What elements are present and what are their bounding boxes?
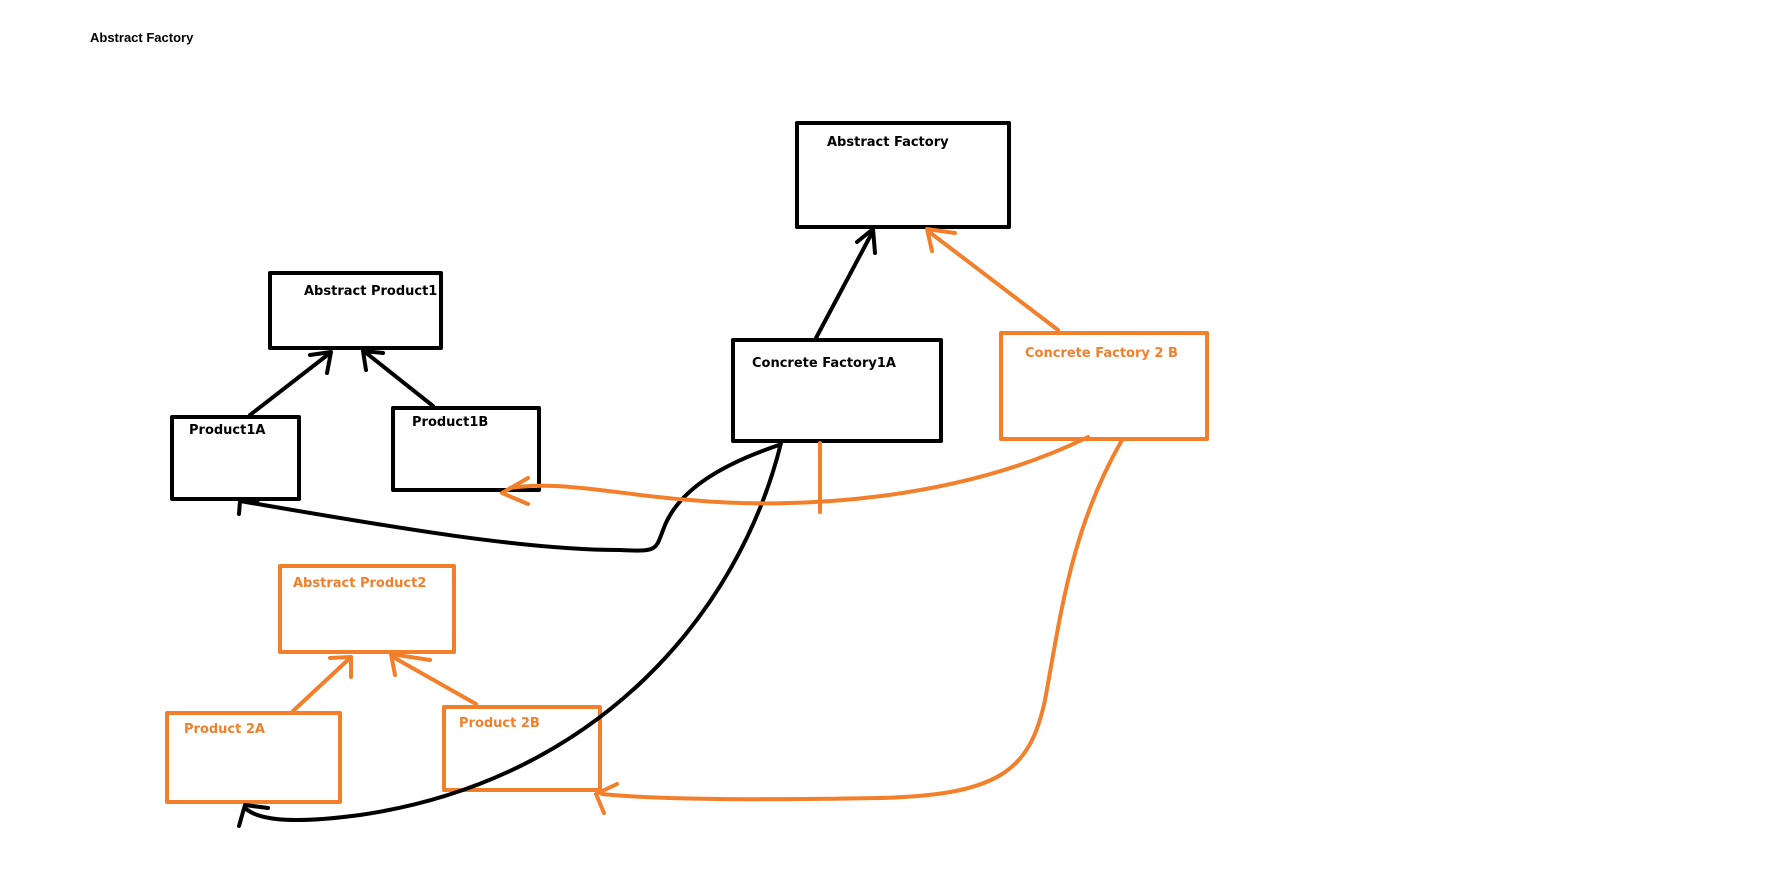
concrete-factory-2b-box (999, 331, 1209, 441)
abstract-product1-box (268, 271, 443, 350)
product1a-label: Product1A (189, 423, 265, 438)
arrow-product1b-to-abstract-product1 (361, 349, 435, 408)
page-title: Abstract Factory (90, 30, 194, 45)
arrow-concrete-factory-2b-to-abstract-factory (925, 227, 1060, 332)
arrow-product-2a-to-abstract-product2 (291, 655, 353, 713)
product-2b-label: Product 2B (459, 716, 540, 731)
arrow-concrete-factory-2b-to-product1b (500, 435, 1090, 514)
arrow-product-2b-to-abstract-product2 (389, 652, 478, 706)
arrow-concrete-factory-1a-to-product-2a (237, 441, 783, 828)
product-2a-label: Product 2A (184, 722, 265, 737)
concrete-factory-1a-box (731, 338, 943, 443)
abstract-factory-label: Abstract Factory (827, 135, 949, 150)
abstract-factory-box (795, 121, 1011, 229)
concrete-factory-1a-label: Concrete Factory1A (752, 356, 896, 371)
abstract-product2-label: Abstract Product2 (293, 576, 426, 591)
arrow-product1a-to-abstract-product1 (248, 350, 333, 417)
abstract-product1-label: Abstract Product1 (304, 284, 437, 299)
product1b-label: Product1B (412, 415, 488, 430)
arrow-concrete-factory-1a-to-product1a (237, 443, 781, 553)
product-2a-box (165, 711, 342, 804)
product1b-box (391, 406, 541, 492)
product-2b-box (442, 705, 602, 792)
concrete-factory-2b-label: Concrete Factory 2 B (1025, 346, 1178, 361)
arrow-concrete-factory-1a-to-abstract-factory (814, 227, 877, 340)
abstract-product2-box (278, 564, 456, 654)
product1a-box (170, 415, 301, 501)
arrow-concrete-factory-2b-to-product-2b (594, 438, 1124, 815)
